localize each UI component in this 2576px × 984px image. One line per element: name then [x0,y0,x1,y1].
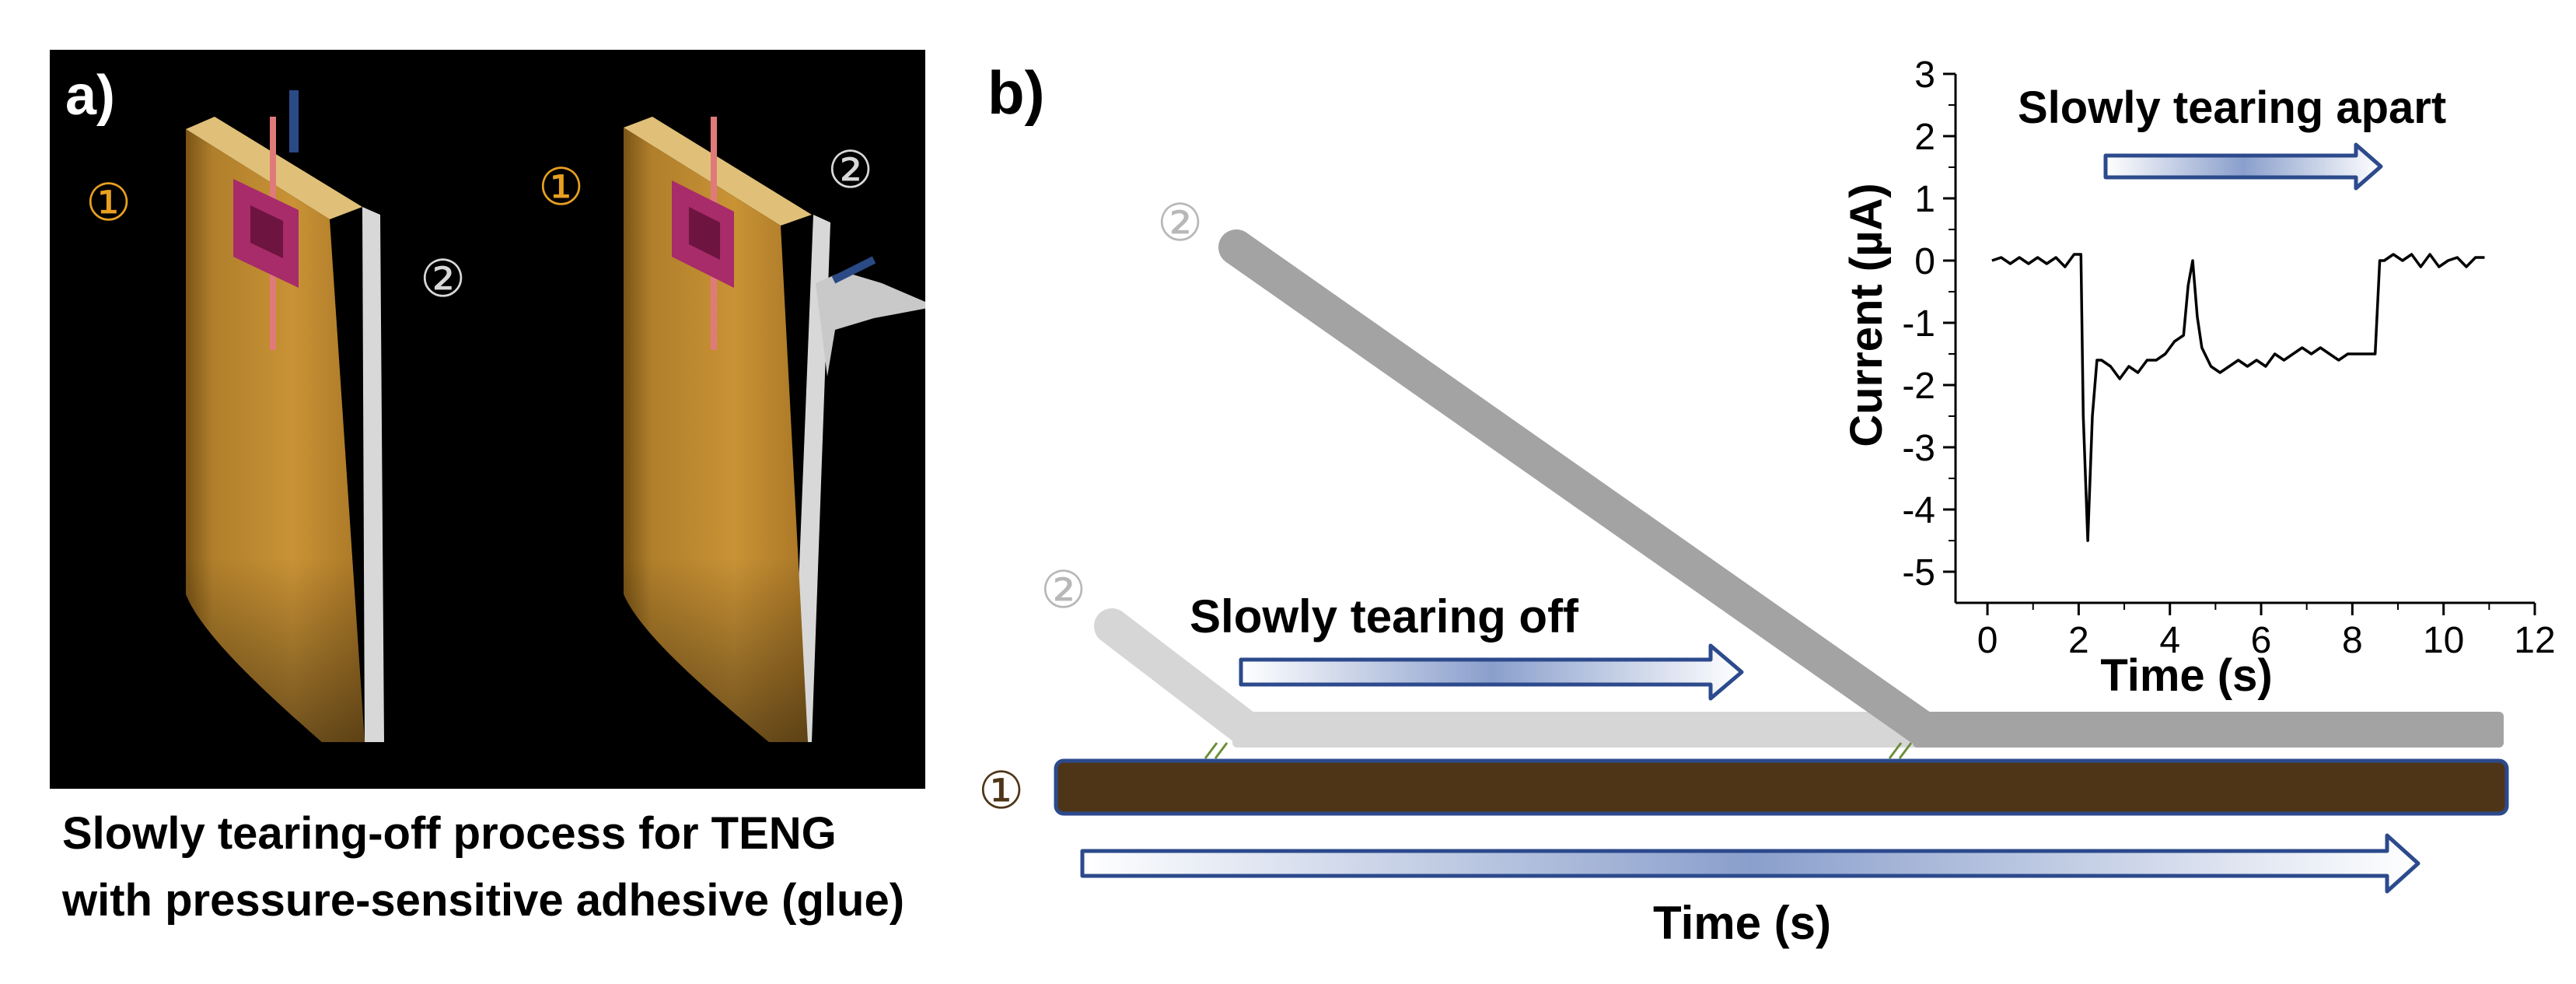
panel-a-label: a) [65,65,116,127]
panel-a [50,50,936,789]
substrate-marker: ① [978,761,1025,821]
chart-x-label: Time (s) [2100,650,2272,701]
chart-title-arrow [2103,142,2383,191]
chart-series [1991,253,2485,542]
tearing-direction-arrow [1239,643,1744,701]
substrate-layer [1054,758,2509,816]
y-tick-label: 1 [1914,179,1935,220]
y-tick-label: -1 [1902,303,1935,345]
teng-device-tearing [624,117,936,742]
film-marker-early: ② [1040,560,1087,620]
film-layer-late [1218,229,2504,748]
glue-marks [1204,742,1913,759]
film-layer-early [1094,608,1932,748]
device-one-marker: ① [86,173,132,233]
y-tick-label: 0 [1914,241,1935,282]
current-series-line [1991,253,2485,542]
chart-title: Slowly tearing apart [2018,82,2446,133]
x-tick-label: 6 [2251,620,2272,661]
x-tick-label: 10 [2423,620,2464,661]
panel-b-label: b) [987,58,1045,127]
x-tick-label: 12 [2514,620,2555,661]
y-tick-label: 3 [1914,54,1935,96]
y-tick-label: -4 [1902,490,1935,531]
panel-a-caption-line1: Slowly tearing-off process for TENG [62,808,837,859]
x-tick-label: 0 [1977,620,1998,661]
y-tick-label: -3 [1902,428,1935,469]
teng-device-illustration [50,50,936,789]
chart-axes [1954,74,2535,604]
y-tick-label: -2 [1902,366,1935,407]
device-two-marker: ② [420,249,467,309]
device-two-marker-second: ② [827,140,874,200]
x-tick-label: 2 [2068,620,2089,661]
panel-a-caption-line2: with pressure-sensitive adhesive (glue) [62,875,905,926]
chart-y-label: Current (µA) [1841,183,1892,447]
y-tick-label: -5 [1902,552,1935,594]
time-axis-label: Time (s) [1653,897,1831,949]
time-direction-arrow [1080,833,2420,894]
x-tick-label: 8 [2342,620,2363,661]
y-tick-label: 2 [1914,117,1935,158]
film-marker-late: ② [1157,193,1204,253]
x-tick-label: 4 [2159,620,2180,661]
tearing-label: Slowly tearing off [1190,590,1579,643]
teng-device-intact [186,90,384,742]
device-one-marker-second: ① [538,157,585,217]
